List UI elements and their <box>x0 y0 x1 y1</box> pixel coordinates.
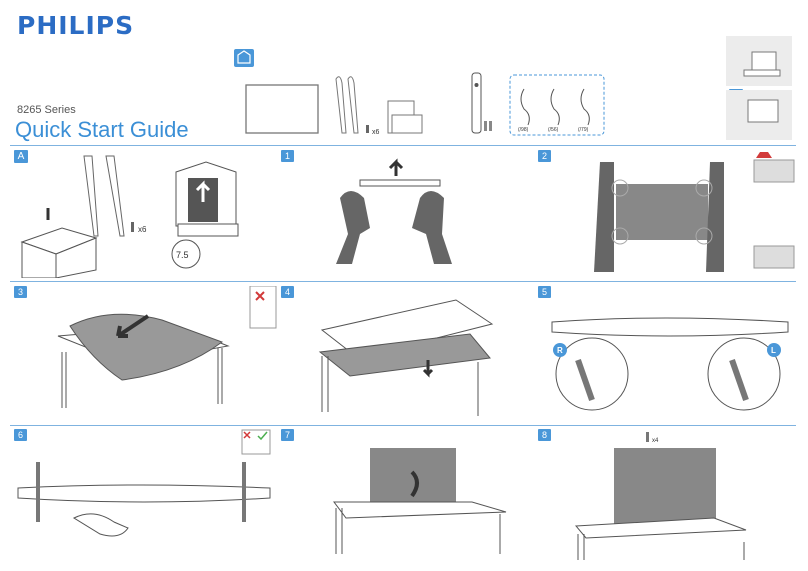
person-right <box>706 162 724 272</box>
right-marker: R <box>557 346 563 355</box>
step-6-screw-stands <box>17 429 271 537</box>
tv-panel <box>245 84 319 134</box>
step-7-badge: 7 <box>281 429 294 441</box>
step-8-screws-count: x4 <box>652 438 659 444</box>
step-2-carry-tv <box>594 152 795 272</box>
guide-title: Quick Start Guide <box>15 117 189 142</box>
step-a-unboxing: x6 7.5 <box>20 155 239 278</box>
step-1-lift-tv <box>336 158 452 264</box>
step-7-stand-tv <box>333 448 507 554</box>
left-marker: L <box>771 346 776 355</box>
divider-row1 <box>10 145 796 146</box>
step-1-badge: 1 <box>281 150 294 162</box>
battery-icon <box>484 121 487 131</box>
cable-label-1: (/98) <box>518 127 529 133</box>
step-3-badge: 3 <box>14 286 27 298</box>
brand-logo: PHILIPS <box>17 11 135 40</box>
mounting-options <box>726 36 792 140</box>
step-a-badge: A <box>14 150 28 163</box>
remote-icon <box>471 72 482 134</box>
cable-label-2: (/56) <box>548 127 559 133</box>
screw-icon <box>131 222 134 232</box>
tv-panel <box>616 184 708 240</box>
step-6-badge: 6 <box>14 429 27 441</box>
cable-label-3: (/79) <box>578 127 589 133</box>
power-cables-box <box>509 74 605 136</box>
step-a-weight: 7.5 <box>176 250 189 260</box>
stand-right <box>347 76 359 134</box>
person-left <box>336 191 370 264</box>
screw-icon <box>366 125 369 133</box>
step-8-back-view: x4 <box>574 432 747 560</box>
step-4-badge: 4 <box>281 286 294 298</box>
screws-count: x6 <box>372 129 380 136</box>
box-contents-illustration: x6 (/98) (/56) (/79) <box>234 49 605 136</box>
person-left <box>594 162 614 272</box>
warning-icon <box>756 152 772 158</box>
series-name: 8265 Series <box>17 104 76 116</box>
step-a-screws-count: x6 <box>138 225 147 234</box>
step-3-lay-cloth <box>57 286 277 408</box>
step-2-badge: 2 <box>538 150 551 162</box>
step-4-place-face-down <box>318 299 494 416</box>
divider-row2 <box>10 281 796 282</box>
step-5-attach-stands: R L <box>551 317 789 411</box>
weight-icon <box>171 239 201 269</box>
stand-left <box>335 76 347 134</box>
step-5-badge: 5 <box>538 286 551 298</box>
person-right <box>412 191 452 264</box>
divider-row3 <box>10 425 796 426</box>
step-8-badge: 8 <box>538 429 551 441</box>
